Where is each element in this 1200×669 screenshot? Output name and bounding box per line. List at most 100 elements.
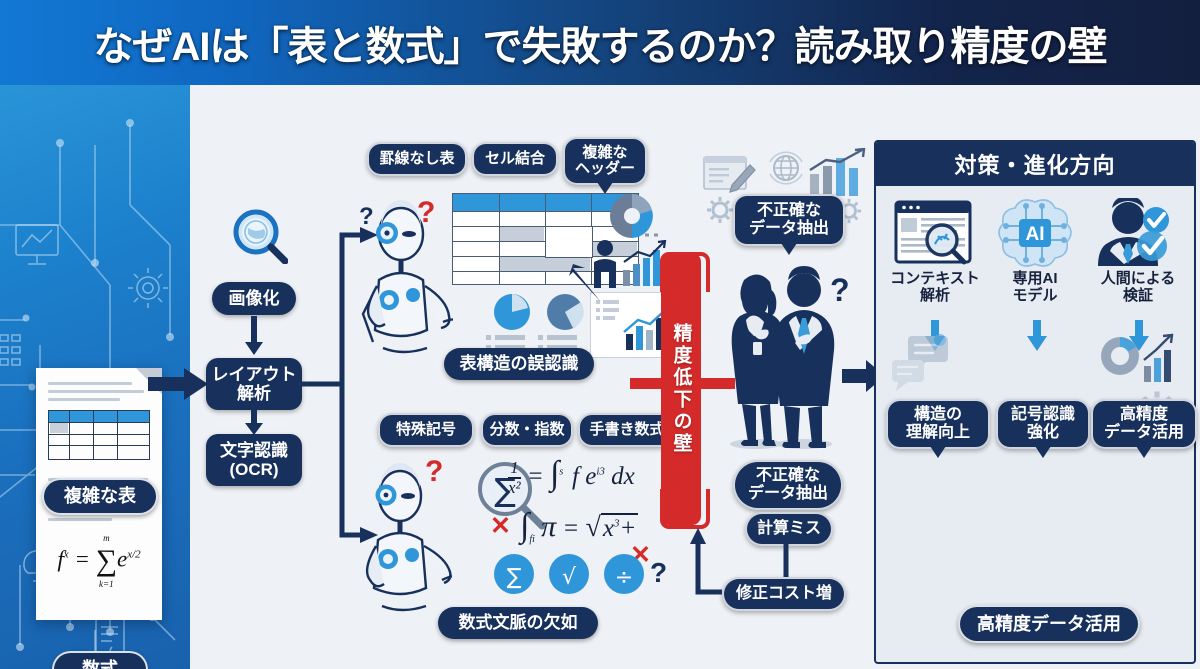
document-pen-icon	[703, 156, 756, 193]
question-mark-navy-1: ?	[359, 203, 374, 230]
bubble-special-symbols: 特殊記号	[378, 413, 474, 447]
globe-icon	[769, 151, 803, 185]
pie-small-icon-2	[547, 294, 584, 330]
svg-text:÷: ÷	[615, 565, 633, 590]
ai-chip-label: AI	[1026, 224, 1045, 245]
solution-label-human-verification: 人間による 検証	[1088, 270, 1188, 305]
layout-line1: レイアウト	[211, 364, 297, 384]
bubble-inaccurate-extraction: 不正確な データ抽出	[733, 460, 843, 510]
outcome-2-l2: 強化	[1026, 424, 1059, 441]
conseq-1-l2: データ抽出	[747, 485, 828, 502]
bar-deco-icon	[0, 334, 21, 366]
business-people-thinking-icon	[730, 266, 835, 449]
magnifier-globe-icon	[233, 209, 288, 264]
outcome-2-l1: 記号認識	[1010, 406, 1075, 424]
caption-math-context-missing: 数式文脈の欠如	[438, 607, 598, 639]
caption-table-misrecognition: 表構造の誤認識	[444, 348, 594, 380]
bubble-high-accuracy-data: 高精度 データ活用	[1091, 399, 1197, 458]
circuit-background	[0, 119, 176, 669]
symbol-buttons-group: ∑ √ ÷	[494, 554, 644, 594]
chat-bubble-icon	[892, 334, 948, 391]
formula-f: f	[57, 546, 64, 572]
dotted-connector	[636, 233, 662, 237]
ai-chip-icon: AI	[998, 199, 1072, 267]
branch-connector	[302, 227, 378, 543]
arrow-pointer-table	[569, 264, 601, 302]
magnifier-sigma-icon: ∑	[478, 462, 546, 530]
wall-stem-right	[701, 378, 735, 389]
accuracy-wall: 精度低下の壁	[661, 253, 701, 525]
question-mark-navy-2: ?	[650, 557, 668, 588]
bubble-symbol-recognition: 記号認識 強化	[996, 399, 1090, 458]
person-check-icon	[1098, 198, 1169, 266]
question-mark-navy-3: ?	[830, 272, 850, 308]
bar-chart-up-icon	[809, 148, 866, 196]
pie-chart-icon	[610, 194, 653, 238]
arrow-down-2	[245, 410, 263, 435]
solution-label-context: コンテキスト 解析	[882, 270, 988, 305]
ocr-line2: (OCR)	[229, 460, 279, 479]
monitor-chart-icon	[15, 224, 59, 265]
sol-2-l2: モデル	[1012, 287, 1058, 305]
label-complex-table: 複雑な表	[42, 478, 158, 515]
solution-label-dedicated-ai: 専用AI モデル	[988, 270, 1082, 305]
svg-text:∑: ∑	[494, 471, 516, 509]
complex-header-l2: ヘッダー	[574, 160, 635, 177]
document-table	[48, 410, 150, 460]
inaccurate-l1: 不正確な	[756, 202, 821, 220]
bubble-complex-header: 複雑な ヘッダー	[563, 137, 647, 194]
final-badge-high-accuracy: 高精度データ活用	[958, 605, 1140, 643]
bubble-correction-cost: 修正コスト増	[722, 577, 846, 611]
x-mark-1: ✕	[490, 512, 511, 540]
formula-sum: m∑k=1	[96, 533, 117, 589]
solutions-panel-title: 対策・進化方向	[876, 142, 1194, 186]
question-mark-red-1: ?	[417, 196, 436, 229]
robot-icon	[361, 200, 453, 354]
feedback-arrow-up	[690, 528, 722, 595]
pipeline-step-ocr[interactable]: 文字認識 (OCR)	[206, 434, 302, 486]
wall-stem-left	[630, 378, 664, 389]
conseq-1-l1: 不正確な	[755, 467, 820, 485]
pie-small-icon-1	[494, 294, 530, 330]
arrow-down-1	[245, 316, 263, 355]
formula-f-sup: x	[63, 548, 69, 561]
arrow-source-to-pipeline	[148, 368, 208, 400]
formula-term: e	[117, 546, 128, 572]
bubble-structure-understanding: 構造の 理解向上	[886, 399, 990, 458]
pipeline-step-layout-analysis[interactable]: レイアウト 解析	[206, 358, 302, 410]
robot-icon	[365, 463, 452, 612]
arrow-down-blue-2	[1027, 320, 1047, 351]
gear-icon	[128, 268, 168, 308]
donut-bar-chart-icon	[1101, 333, 1174, 382]
formula-sum-upper: m	[103, 533, 110, 543]
bubble-inaccurate-extraction-top: 不正確な データ抽出	[733, 194, 845, 255]
sol-1-l2: 解析	[919, 287, 950, 305]
sol-3-l2: 検証	[1122, 287, 1153, 305]
complex-header-l1: 複雑な	[582, 143, 628, 161]
pipeline-step-imaging[interactable]: 画像化	[212, 282, 296, 315]
header-bar: なぜAIは「表と数式」で失敗するのか？読み取り精度の壁	[0, 0, 1200, 85]
layout-line2: 解析	[237, 384, 271, 403]
sol-2-l1: 専用AI	[1012, 270, 1058, 287]
formula-term-sup: x/2	[127, 548, 141, 561]
bubble-merged-cells: セル結合	[472, 142, 558, 176]
inaccurate-l2: データ抽出	[748, 220, 829, 237]
document-magnifier-icon	[894, 200, 972, 265]
formula-sum-lower: k=1	[99, 579, 114, 589]
sol-3-l1: 人間による	[1100, 270, 1176, 287]
gear-icon	[707, 197, 733, 223]
outcome-3-l1: 高精度	[1119, 406, 1168, 424]
outcome-1-l1: 構造の	[913, 406, 962, 424]
bubble-fractions-exponents: 分数・指数	[481, 413, 573, 447]
outcome-1-l2: 理解向上	[905, 424, 970, 441]
accuracy-wall-label: 精度低下の壁	[670, 323, 692, 455]
formula-equals: =	[74, 546, 90, 572]
label-formula: 数式	[52, 651, 148, 669]
bar-chart-up-icon	[623, 240, 667, 286]
outcome-3-l2: データ活用	[1103, 424, 1184, 441]
bubble-calculation-errors: 計算ミス	[745, 512, 833, 546]
connector-calc-cost	[783, 541, 789, 581]
ocr-line1: 文字認識	[220, 440, 288, 460]
